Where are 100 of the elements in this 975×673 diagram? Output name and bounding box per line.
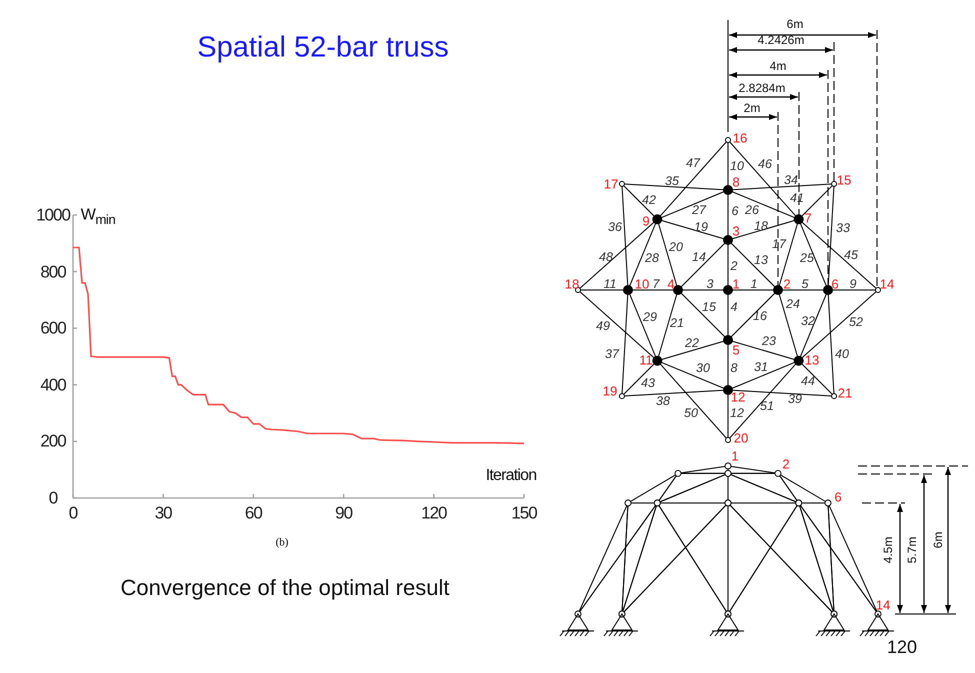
joint-number: 15 [836,174,852,186]
tick-label: 800 [40,263,66,280]
joint-number: 6 [834,490,842,504]
bar-number: 8 [730,362,738,374]
bar-number: 34 [784,174,798,186]
bar-number: 29 [643,310,657,324]
bar-number: 35 [665,174,679,188]
bar-number: 46 [758,158,772,170]
tick-label: 1000 [36,206,70,224]
bar-number: 17 [772,238,786,250]
joint-number: 11 [639,354,653,366]
tick-label: 150 [511,504,537,522]
bar-number: 4 [730,300,738,314]
bar-number: 9 [850,278,856,290]
dimension-label: 4.2426m [758,34,804,46]
joint-number: 6 [831,278,839,290]
bar-number: 10 [730,160,744,172]
bar-number: 7 [652,278,660,290]
bar-number: 11 [604,278,616,290]
tick-label: 90 [335,504,352,522]
bar-number: 22 [685,336,699,350]
subfigure-label: (b) [276,538,288,548]
bar-number: 12 [730,406,744,420]
bar-number: 47 [686,156,700,170]
bar-number: 42 [642,194,656,206]
joint-number: 3 [732,224,740,238]
bar-number: 15 [702,300,716,314]
tick-label: 400 [40,376,66,394]
joint-number: 5 [732,344,740,356]
page-number: 120 [886,638,918,656]
axis-title: Iteration [486,468,536,484]
joint-number: 14 [876,598,890,612]
tick-label: 0 [68,504,78,522]
dimension-label: 4.5m [882,536,894,564]
title: Spatial 52-bar truss [197,34,449,62]
bar-number: 19 [694,220,708,234]
caption: Convergence of the optimal result [120,577,450,599]
joint-number: 1 [732,278,740,290]
joint-number: 17 [604,178,618,190]
joint-number: 20 [734,432,748,444]
bar-number: 20 [669,240,683,254]
bar-number: 14 [692,250,706,264]
bar-number: 23 [762,334,776,348]
bar-number: 6 [732,204,738,218]
bar-number: 2 [730,260,738,272]
joint-number: 13 [804,354,820,366]
bar-number: 45 [844,248,858,262]
joint-number: 1 [731,450,739,462]
joint-number: 14 [880,278,894,290]
dimension-label: 5.7m [906,536,918,564]
bar-number: 28 [645,252,659,264]
dimension-label: 2m [744,102,760,114]
bar-number: 16 [753,310,767,322]
joint-number: 19 [602,384,618,398]
joint-number: 12 [730,390,746,404]
bar-number: 26 [745,204,759,216]
bar-number: 50 [684,406,698,420]
bar-number: 25 [800,252,814,264]
bar-number: 37 [605,348,619,360]
joint-number: 16 [732,132,748,144]
bar-number: 40 [835,348,849,360]
dimension-label: 2.8284m [738,82,786,94]
dimension-label: 6m [786,18,804,30]
joint-number: 18 [564,278,580,290]
joint-number: 4 [667,278,675,290]
tick-label: 600 [40,320,66,337]
joint-number: 21 [838,386,852,400]
bar-number: 36 [608,220,622,234]
bar-number: 44 [801,374,815,388]
joint-number: 10 [634,278,650,290]
tick-label: 30 [154,504,172,522]
tick-label: 0 [48,490,58,506]
bar-number: 1 [750,278,758,290]
bar-number: 32 [801,314,815,328]
bar-number: 3 [706,278,714,290]
bar-number: 41 [790,192,804,204]
joint-number: 8 [732,176,740,188]
bar-number: 24 [786,298,800,310]
joint-number: 2 [782,458,790,470]
bar-number: 52 [849,316,863,328]
joint-number: 7 [804,212,812,224]
bar-number: 33 [836,222,850,234]
bar-number: 13 [754,254,768,266]
bar-number: 48 [599,250,613,264]
dimension-label: 4m [770,60,786,72]
joint-number: 9 [642,214,650,228]
bar-number: 39 [788,392,802,406]
tick-label: 200 [40,432,66,450]
tick-label: 60 [244,504,262,522]
bar-number: 51 [760,400,774,412]
bar-number: 31 [754,360,768,374]
axis-title: W$_{min}$ [80,208,116,226]
bar-number: 43 [641,376,655,390]
bar-number: 21 [670,316,684,330]
dimension-label: 6m [932,532,944,548]
bar-number: 30 [696,362,710,374]
tick-label: 120 [421,504,446,522]
bar-number: 27 [692,204,706,216]
bar-number: 38 [656,394,670,408]
bar-number: 18 [754,220,768,232]
